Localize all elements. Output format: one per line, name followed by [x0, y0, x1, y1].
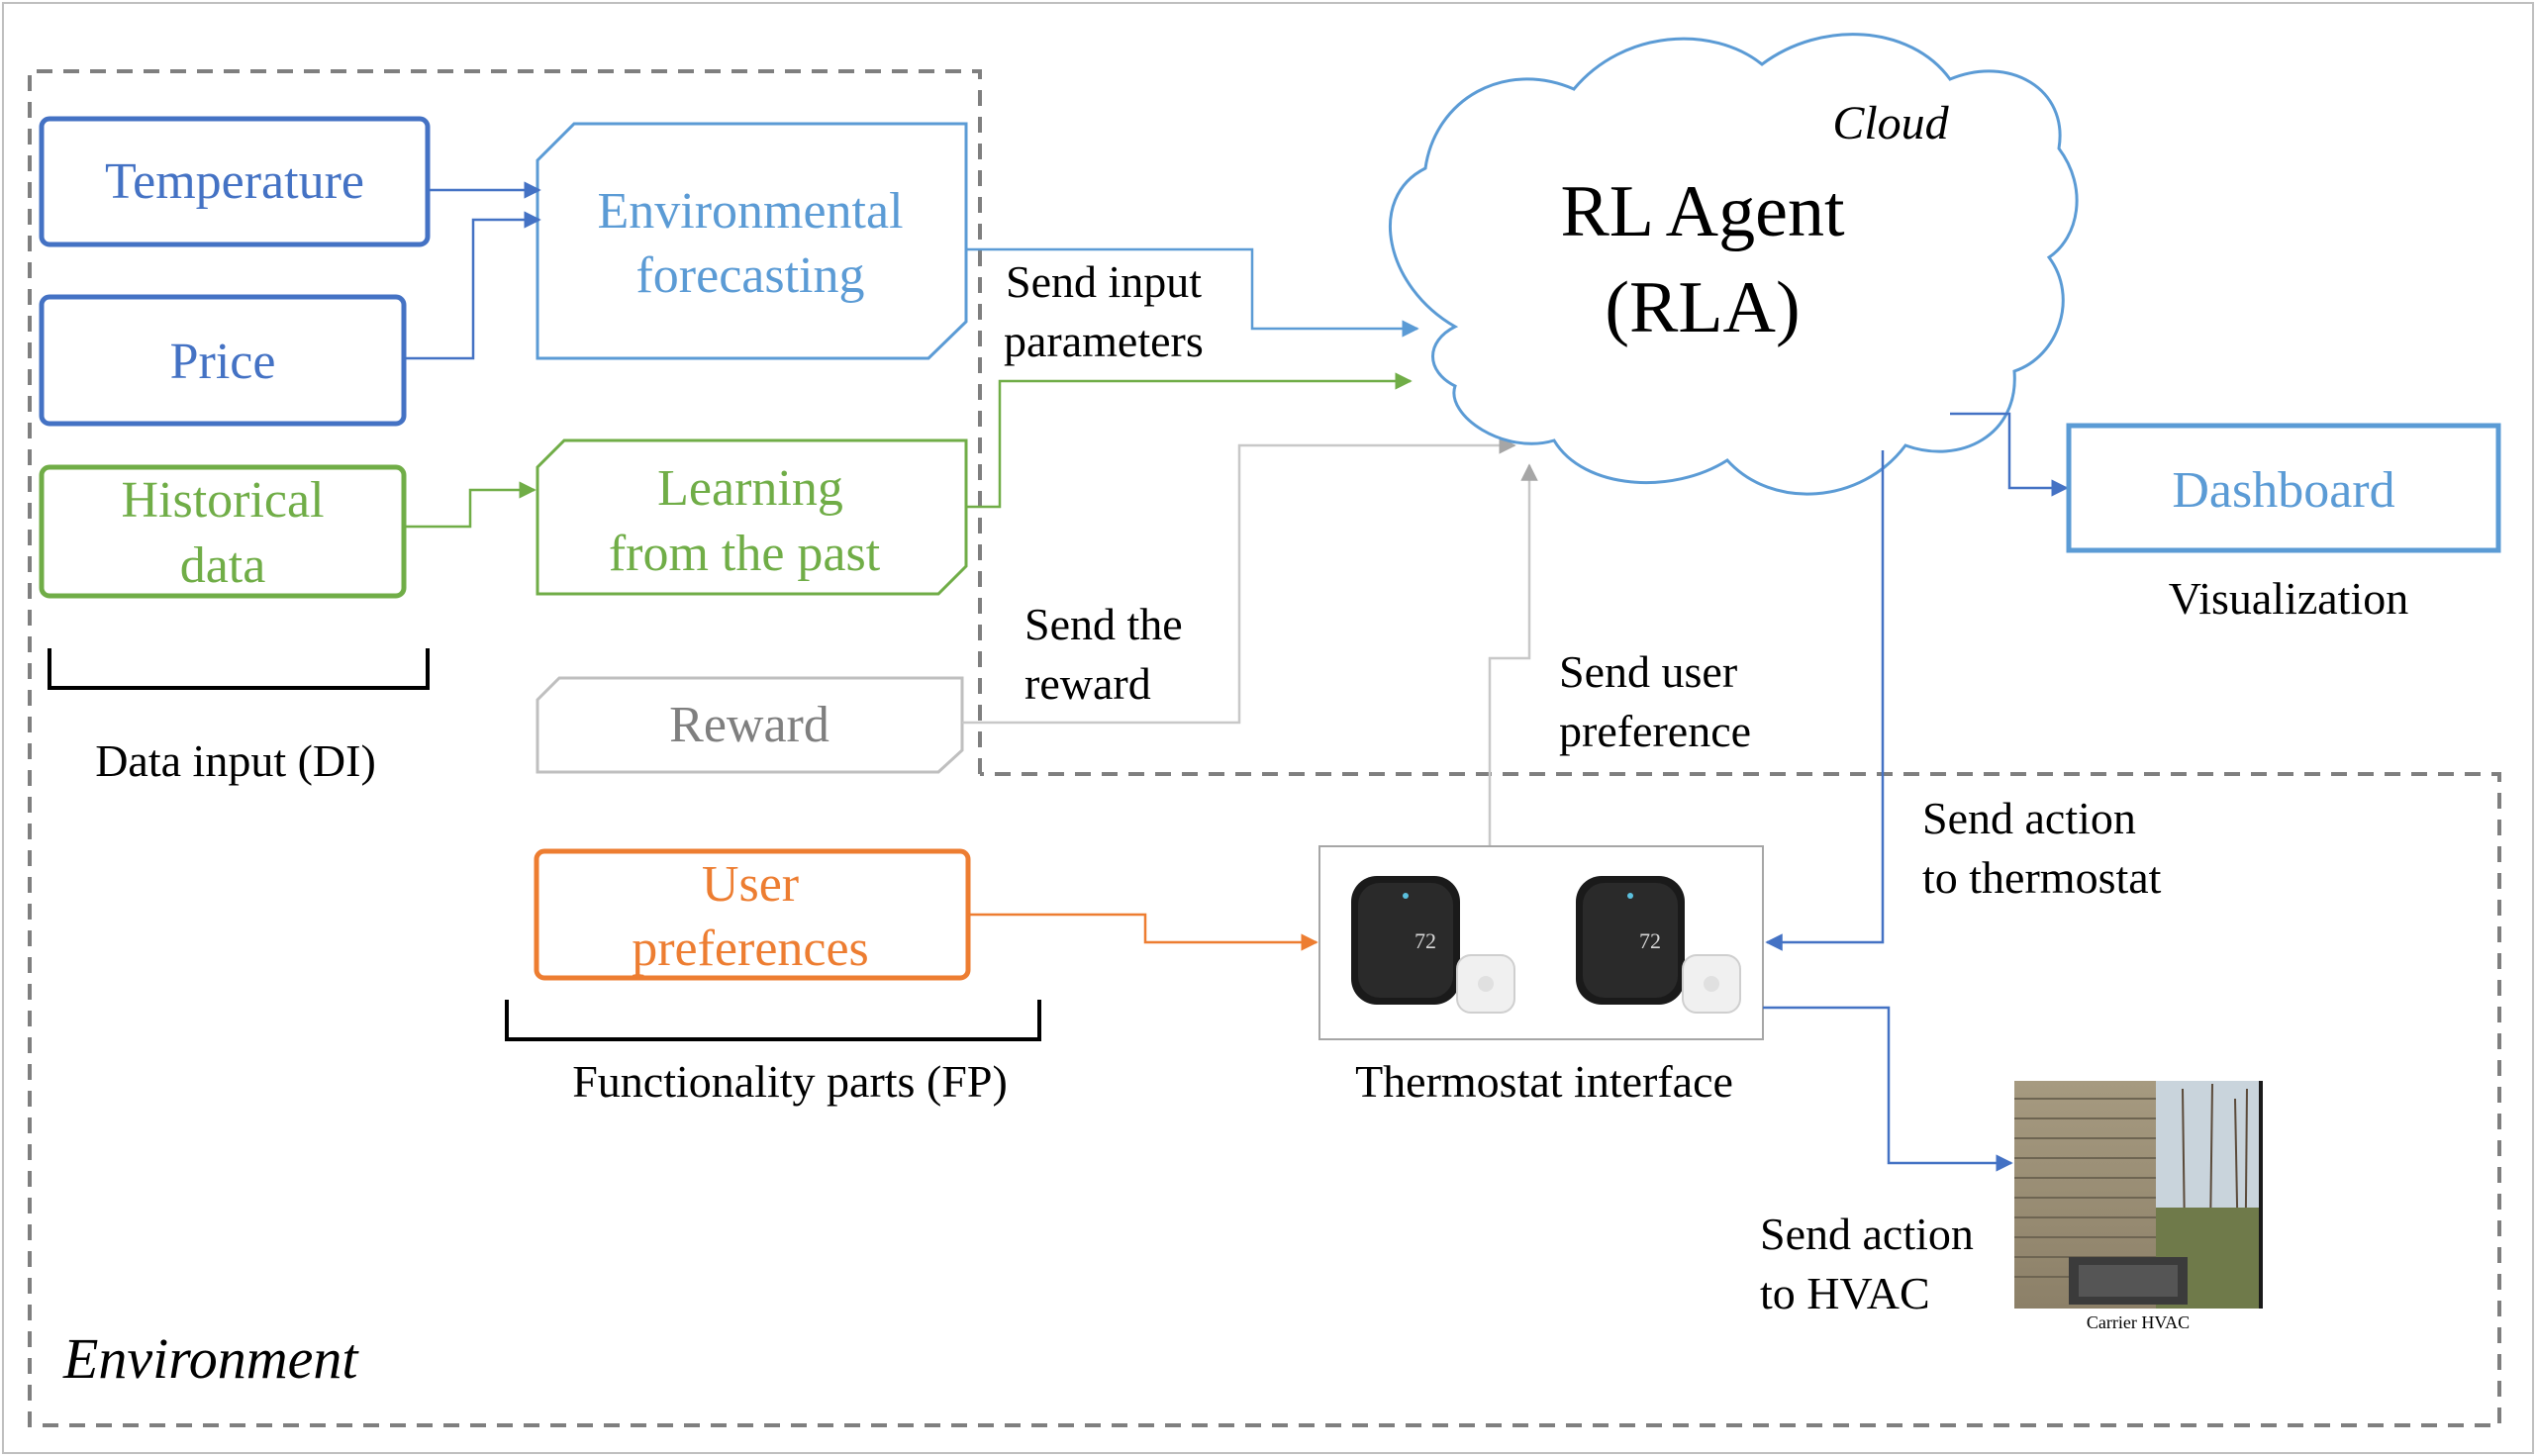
dashboard-label: Dashboard — [2172, 462, 2394, 519]
data-input-label: Data input (DI) — [95, 735, 376, 786]
data-input-bracket — [48, 648, 430, 690]
reward-to-cloud-arrow — [962, 437, 1516, 725]
send-pref-label-line1: Send user — [1559, 646, 1737, 697]
data-input-dashed-region — [28, 69, 2501, 1427]
learning-line1: Learning — [657, 460, 843, 517]
learning-line2: from the past — [609, 526, 881, 582]
send-input-label-line2: parameters — [1004, 316, 1204, 366]
hvac-unit-photo — [2014, 1081, 2263, 1310]
learning-from-past-box: Learning from the past — [536, 438, 968, 596]
reward-box: Reward — [536, 676, 964, 774]
send-action-hvac-line2: to HVAC — [1760, 1268, 1930, 1318]
historical-data-box: Historical data — [39, 464, 407, 599]
userpref-to-thermostat-arrow — [968, 913, 1318, 951]
env-forecast-line2: forecasting — [635, 247, 864, 304]
historical-label-line1: Historical — [121, 472, 324, 529]
learning-to-cloud-arrow — [966, 372, 1413, 509]
user-preferences-box: User preferences — [534, 848, 971, 981]
temperature-label: Temperature — [105, 153, 364, 210]
thermostat-reading-1: 72 — [1414, 928, 1436, 953]
price-to-forecast-arrow — [404, 211, 541, 360]
send-pref-label-line2: preference — [1559, 706, 1751, 756]
send-action-thermo-line1: Send action — [1922, 793, 2136, 843]
historical-to-learning-arrow — [404, 481, 536, 529]
environment-label: Environment — [62, 1326, 359, 1391]
functionality-bracket — [505, 1000, 1041, 1041]
dashboard-box: Dashboard — [2066, 423, 2501, 553]
reward-label: Reward — [669, 697, 829, 753]
functionality-label: Functionality parts (FP) — [572, 1056, 1008, 1107]
price-box: Price — [39, 294, 407, 427]
price-label: Price — [170, 334, 276, 390]
historical-label-line2: data — [180, 537, 266, 594]
thermostat-to-cloud-arrow — [1488, 463, 1538, 846]
thermostat-reading-2: 72 — [1639, 928, 1661, 953]
thermostat-icon: 72 — [1351, 876, 1515, 1014]
cloud-caption: Cloud — [1832, 97, 1949, 149]
forecast-to-cloud-arrow — [966, 247, 1419, 338]
send-reward-label-line1: Send the — [1024, 599, 1183, 649]
user-pref-line1: User — [702, 856, 799, 913]
user-pref-line2: preferences — [632, 921, 869, 977]
env-forecast-line1: Environmental — [597, 183, 903, 240]
send-action-hvac-line1: Send action — [1760, 1209, 1974, 1259]
hvac-caption: Carrier HVAC — [2087, 1312, 2190, 1332]
temperature-box: Temperature — [39, 116, 431, 247]
thermostat-to-hvac-arrow — [1763, 1006, 2013, 1172]
cloud-to-thermostat-arrow — [1765, 450, 1885, 951]
cloud-shape — [1389, 33, 2079, 496]
thermostat-interface: 72 72 — [1318, 845, 1764, 1040]
rl-agent-title-line2: (RLA) — [1605, 267, 1800, 348]
rl-agent-cloud: Cloud RL Agent (RLA) — [1389, 33, 2079, 496]
cloud-to-dashboard-arrow — [1950, 412, 2069, 497]
send-action-thermo-line2: to thermostat — [1922, 852, 2162, 903]
environmental-forecasting-box: Environmental forecasting — [536, 122, 968, 360]
thermostat-caption: Thermostat interface — [1355, 1056, 1733, 1107]
thermostat-icon: 72 — [1576, 876, 1741, 1014]
send-input-label-line1: Send input — [1006, 256, 1202, 307]
send-reward-label-line2: reward — [1024, 658, 1151, 709]
rl-agent-title-line1: RL Agent — [1560, 171, 1845, 252]
visualization-caption: Visualization — [2169, 573, 2409, 624]
